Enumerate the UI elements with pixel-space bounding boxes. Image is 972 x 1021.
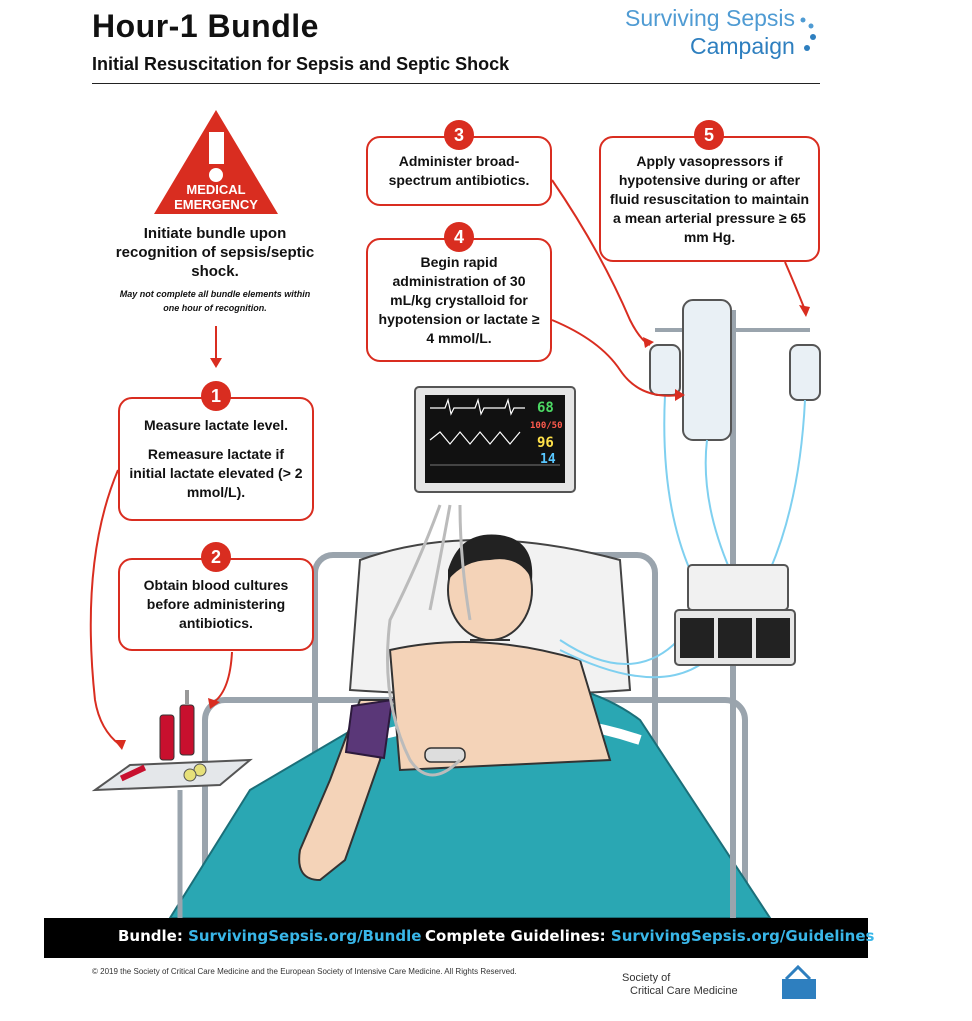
sccm-logo-line1: Society of: [622, 972, 671, 984]
footer-guidelines-label: Complete Guidelines:: [425, 927, 611, 945]
step-3-badge: 3: [444, 120, 474, 150]
page-title: Hour-1 Bundle: [92, 8, 319, 44]
ssc-logo-line1: Surviving Sepsis: [625, 5, 796, 31]
monitor-spo2: 96: [537, 435, 554, 451]
step-1-text: Measure lactate level.: [144, 417, 288, 433]
sccm-logo-line2: Critical Care Medicine: [630, 985, 738, 997]
footer-bundle: Bundle: SurvivingSepsis.org/Bundle: [118, 927, 421, 945]
step-5-badge: 5: [694, 120, 724, 150]
guidelines-link[interactable]: SurvivingSepsis.org/Guidelines: [610, 927, 875, 945]
ssc-logo-line2: Campaign: [690, 33, 795, 59]
bundle-time-note: May not complete all bundle elements wit…: [119, 289, 311, 313]
footer-guidelines: Complete Guidelines: SurvivingSepsis.org…: [425, 927, 874, 945]
footer-bundle-label: Bundle:: [118, 927, 189, 945]
step-2-badge: 2: [201, 542, 231, 572]
medical-emergency-icon: [154, 110, 278, 214]
step-3-text: Administer broad-spectrum antibiotics.: [388, 153, 530, 188]
bundle-link[interactable]: SurvivingSepsis.org/Bundle: [188, 927, 422, 945]
step-5-text: Apply vasopressors if hypotensive during…: [609, 152, 810, 245]
page-subtitle: Initial Resuscitation for Sepsis and Sep…: [92, 54, 510, 74]
copyright-text: © 2019 the Society of Critical Care Medi…: [92, 967, 517, 976]
emergency-label: EMERGENCY: [174, 197, 258, 212]
esicm-logo-icon: [782, 965, 816, 999]
step-1-box: Measure lactate level. Remeasure lactate…: [118, 397, 314, 521]
step-2-box: Obtain blood cultures before administeri…: [118, 558, 314, 651]
medical-emergency-label: MEDICAL EMERGENCY: [160, 182, 272, 212]
ssc-logo-dots: [800, 17, 816, 51]
monitor-blood-pressure: 100/50: [530, 421, 563, 431]
monitor-heart-rate: 68: [537, 400, 554, 416]
step-1-text-2: Remeasure lactate if initial lactate ele…: [129, 446, 303, 500]
step-4-box: Begin rapid administration of 30 mL/kg c…: [366, 238, 552, 362]
step-4-badge: 4: [444, 222, 474, 252]
initiate-bundle-text: Initiate bundle upon recognition of seps…: [115, 225, 315, 280]
step-5-box: Apply vasopressors if hypotensive during…: [599, 136, 820, 262]
step-1-badge: 1: [201, 381, 231, 411]
step-4-text: Begin rapid administration of 30 mL/kg c…: [378, 253, 540, 346]
step-2-text: Obtain blood cultures before administeri…: [143, 577, 289, 631]
header-divider: [92, 83, 820, 84]
patient-illustration: [89, 110, 821, 918]
medical-label: MEDICAL: [186, 182, 246, 197]
footer-bar: [44, 918, 868, 958]
monitor-resp-rate: 14: [540, 452, 556, 467]
